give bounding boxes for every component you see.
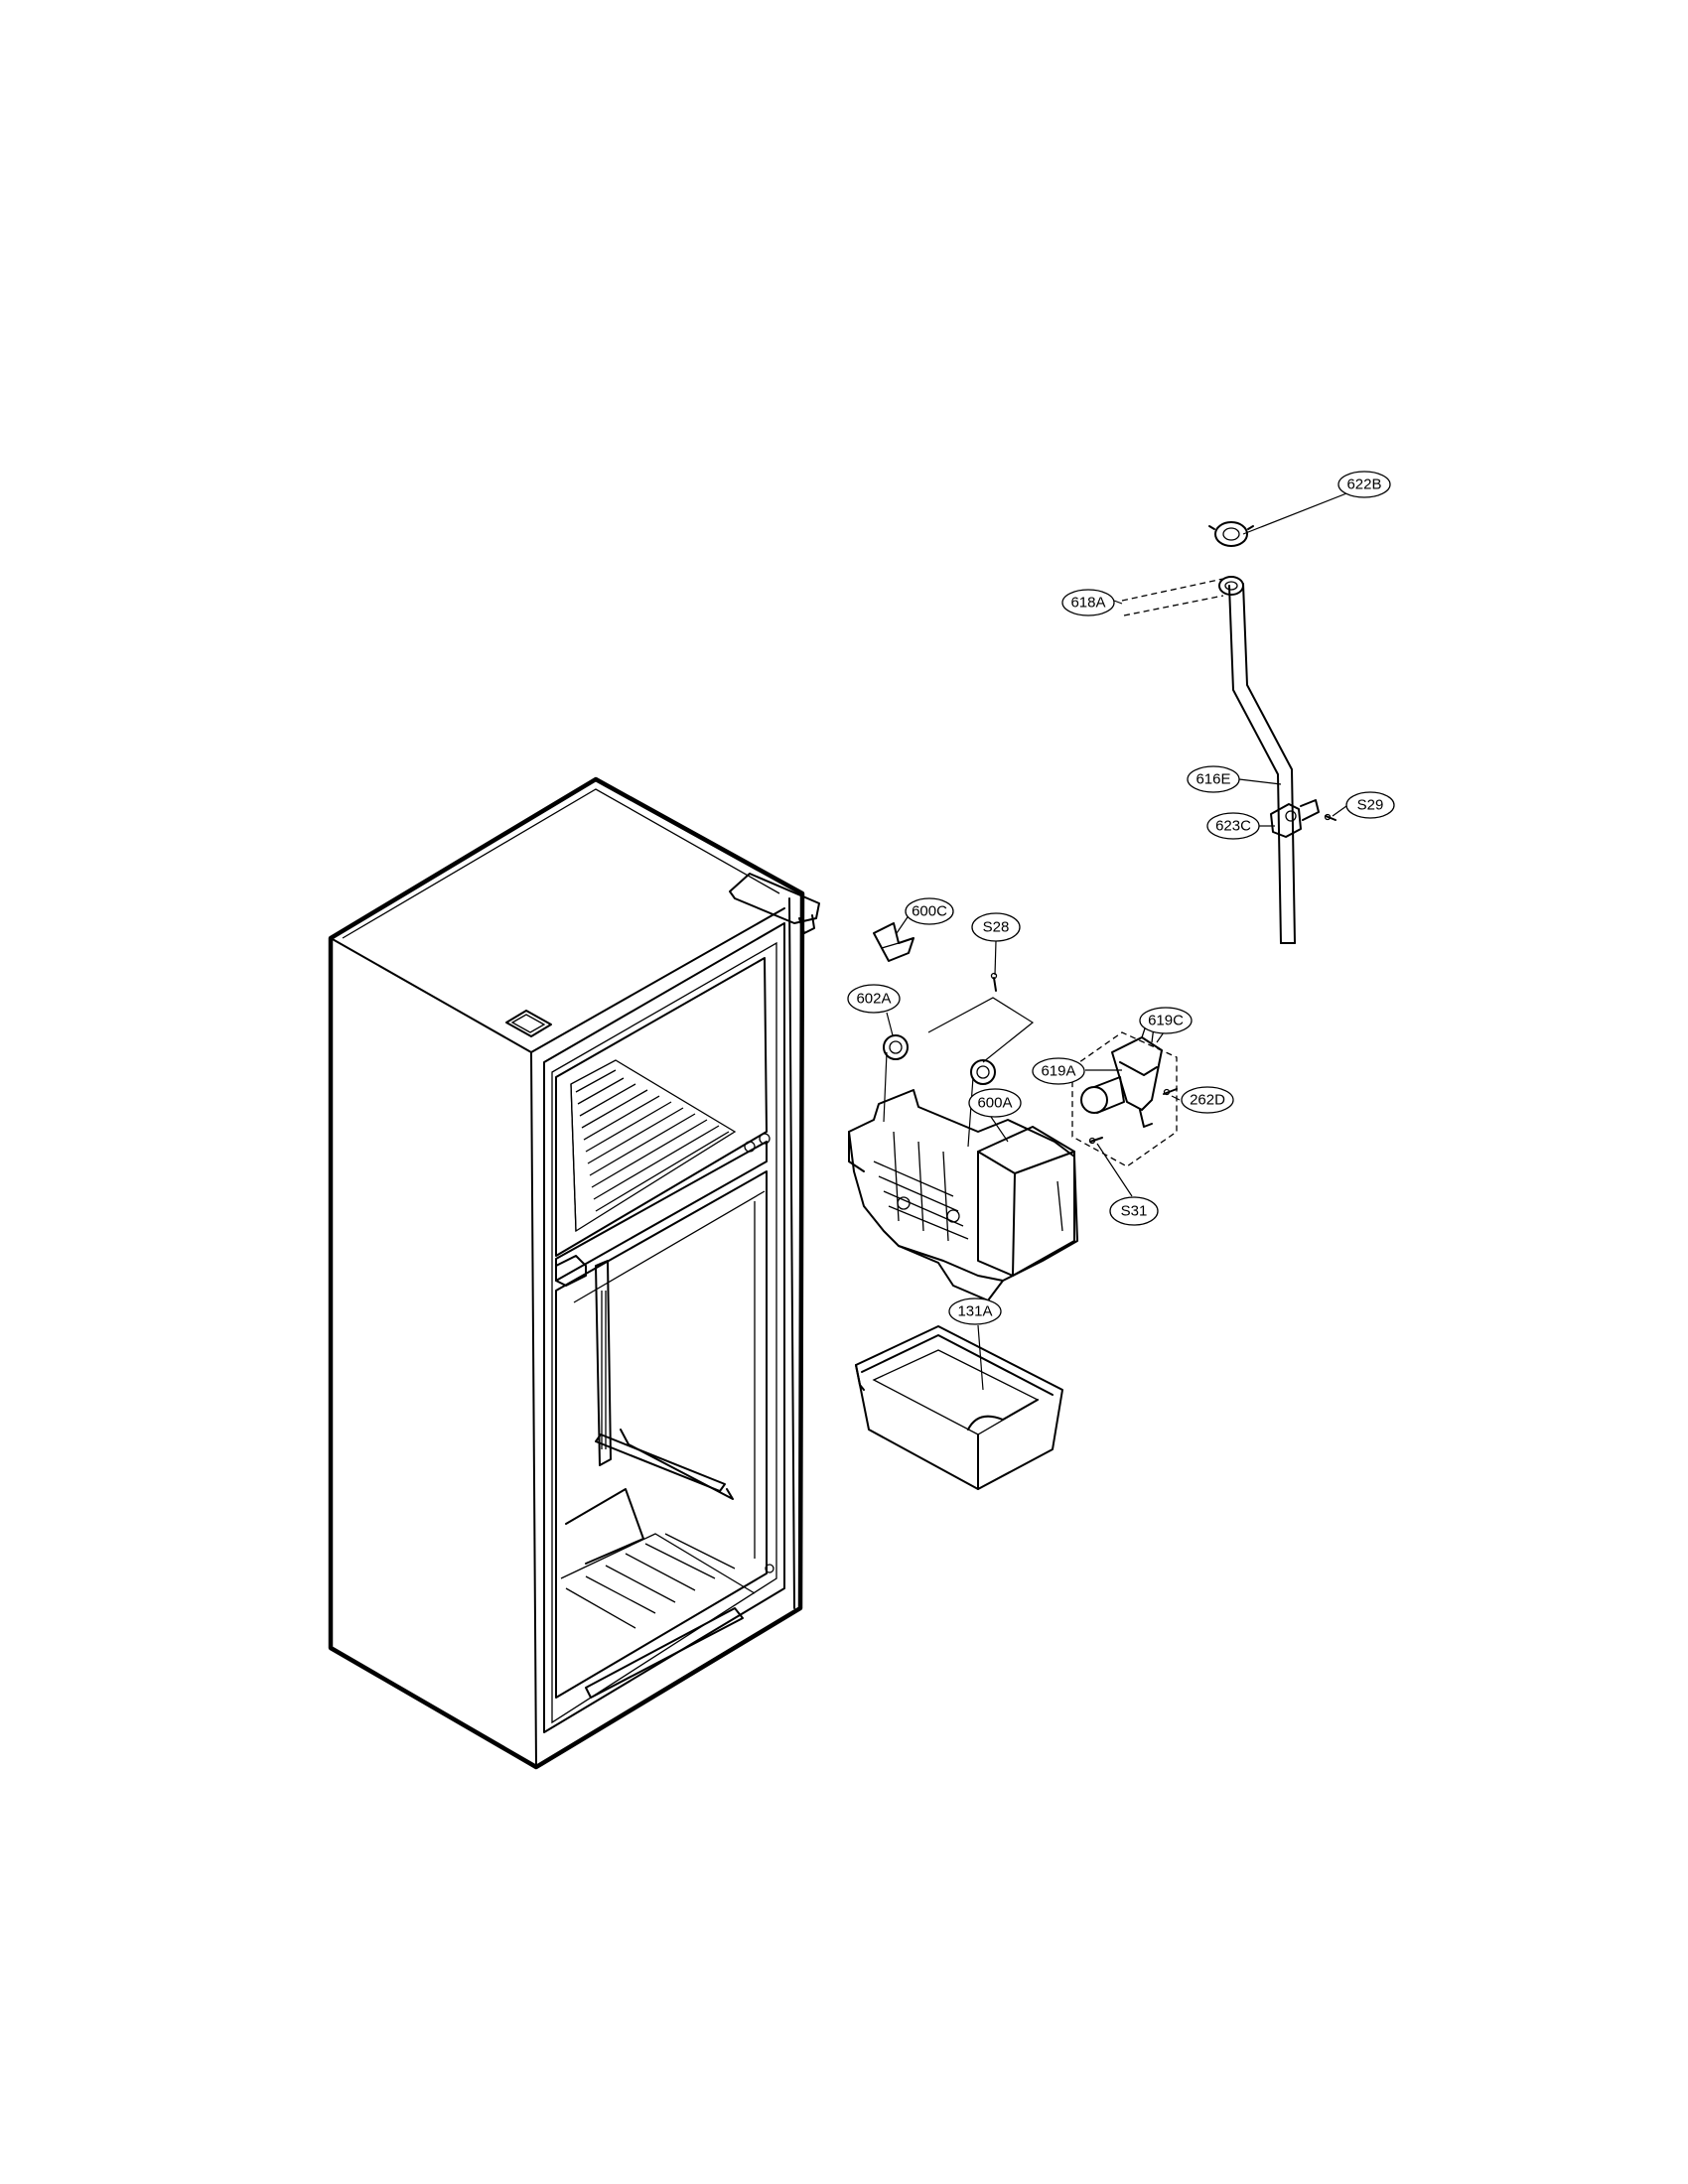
grommets [883, 1034, 996, 1148]
refrigerator-cabinet [328, 776, 820, 1770]
svg-text:S28: S28 [983, 919, 1010, 936]
svg-text:618A: 618A [1070, 595, 1105, 612]
label-600C: 600C [905, 897, 954, 925]
label-S31: S31 [1109, 1196, 1159, 1226]
label-S28: S28 [971, 912, 1021, 942]
svg-text:616E: 616E [1196, 771, 1230, 788]
svg-text:131A: 131A [957, 1303, 992, 1320]
label-622B: 622B [1337, 471, 1391, 498]
top-vent [505, 1010, 552, 1037]
svg-text:600A: 600A [977, 1095, 1012, 1112]
label-618A: 618A [1061, 589, 1115, 616]
screw-S31 [1088, 1137, 1103, 1145]
tube-clamp [1270, 799, 1320, 838]
svg-text:619C: 619C [1148, 1013, 1184, 1029]
svg-text:602A: 602A [856, 991, 891, 1008]
ice-bin [855, 1325, 1063, 1490]
label-602A: 602A [847, 984, 901, 1014]
svg-text:S31: S31 [1121, 1203, 1148, 1220]
water-tube [1218, 576, 1296, 944]
label-262D: 262D [1181, 1086, 1234, 1114]
label-616E: 616E [1187, 765, 1240, 793]
screw-S28 [990, 972, 998, 992]
top-hinge [729, 873, 820, 934]
ice-maker-assembly [848, 1089, 1078, 1301]
svg-text:619A: 619A [1041, 1063, 1075, 1080]
svg-text:S29: S29 [1357, 797, 1384, 814]
svg-text:622B: 622B [1346, 477, 1381, 493]
label-623C: 623C [1206, 812, 1260, 840]
label-S29: S29 [1345, 791, 1395, 819]
label-600A: 600A [968, 1088, 1022, 1118]
leader-S28-assembly [927, 997, 1035, 1063]
divider [555, 1141, 768, 1287]
svg-text:623C: 623C [1215, 818, 1251, 835]
grommet-622B [1208, 521, 1254, 547]
freezer-compartment [555, 957, 771, 1257]
screw-262D [1163, 1088, 1178, 1096]
svg-text:262D: 262D [1190, 1092, 1225, 1109]
label-619C: 619C [1139, 1007, 1193, 1034]
label-131A: 131A [948, 1297, 1002, 1325]
screw-S29 [1324, 813, 1336, 821]
leader-lines [886, 485, 1365, 1391]
clip-600C [873, 922, 914, 962]
svg-text:600C: 600C [912, 903, 947, 920]
fresh-food-compartment [555, 1170, 774, 1699]
water-valve-assembly [1071, 1022, 1178, 1167]
label-619A: 619A [1032, 1057, 1085, 1085]
tube-guide-dashed [1121, 578, 1224, 616]
